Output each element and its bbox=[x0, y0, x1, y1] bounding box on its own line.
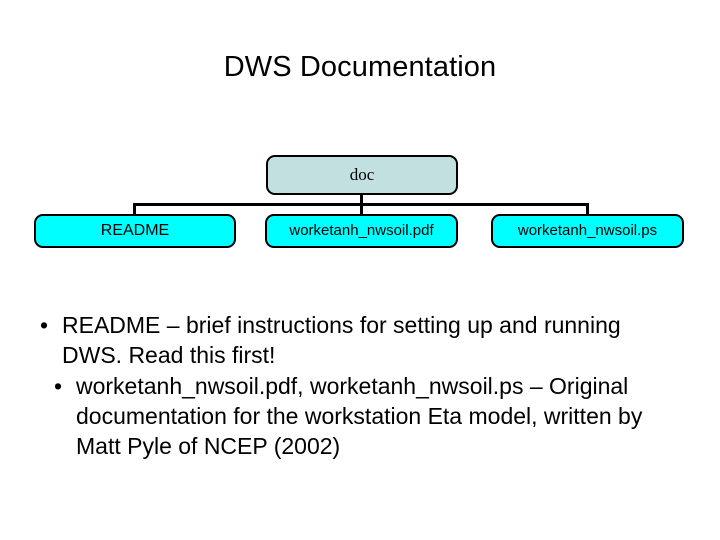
list-item: • README – brief instructions for settin… bbox=[36, 310, 684, 370]
tree-node-doc[interactable]: doc bbox=[266, 155, 458, 195]
tree-node-worketanh-nwsoil-pdf[interactable]: worketanh_nwsoil.pdf bbox=[265, 214, 458, 248]
slide-body-bullets: • README – brief instructions for settin… bbox=[36, 310, 684, 462]
documentation-tree-diagram: doc README worketanh_nwsoil.pdf worketan… bbox=[0, 150, 720, 260]
page-title: DWS Documentation bbox=[223, 51, 497, 83]
connector-root-stub bbox=[360, 195, 363, 204]
connector-drop-readme bbox=[133, 203, 136, 215]
connector-drop-ps bbox=[586, 203, 589, 215]
connector-drop-pdf bbox=[360, 203, 363, 215]
list-item-text: README – brief instructions for setting … bbox=[62, 312, 621, 368]
bullet-icon: • bbox=[40, 312, 49, 338]
tree-node-worketanh-nwsoil-ps[interactable]: worketanh_nwsoil.ps bbox=[491, 214, 684, 248]
tree-node-readme[interactable]: README bbox=[34, 214, 236, 248]
list-item: • worketanh_nwsoil.pdf, worketanh_nwsoil… bbox=[36, 371, 684, 461]
bullet-icon: • bbox=[54, 373, 63, 399]
list-item-text: worketanh_nwsoil.pdf, worketanh_nwsoil.p… bbox=[76, 373, 643, 459]
